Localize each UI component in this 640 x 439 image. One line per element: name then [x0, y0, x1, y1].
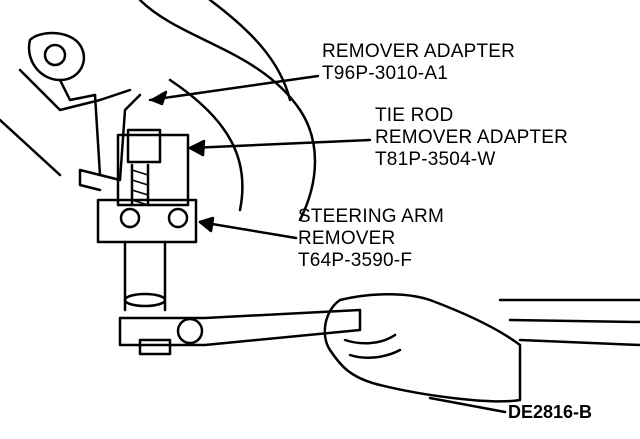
bracket-eye: [27, 31, 86, 82]
leader-figure-code: [428, 396, 507, 414]
remover-shaft: [123, 240, 167, 312]
remover-adapter-arm: [93, 93, 142, 182]
steering-arm-remover-body: [96, 198, 198, 244]
callout-line: T64P-3590-F: [298, 250, 413, 271]
leader-steering-arm-remover: [198, 220, 298, 240]
callout-line: REMOVER ADAPTER: [322, 41, 516, 62]
callout-line: STEERING ARM: [298, 206, 444, 227]
hand-outline: [323, 292, 522, 403]
callout-line: T96P-3010-A1: [322, 63, 448, 84]
callout-steering-arm-remover: STEERING ARM REMOVER T64P-3590-F: [298, 206, 444, 272]
callout-line: REMOVER ADAPTER: [375, 127, 569, 148]
ratchet-handle: [118, 308, 362, 347]
leader-remover-adapter: [148, 74, 320, 102]
callout-line: REMOVER: [298, 228, 396, 249]
callout-tie-rod-remover-adapter: TIE ROD REMOVER ADAPTER T81P-3504-W: [375, 105, 568, 171]
figure-code: DE2816-B: [508, 402, 593, 422]
callout-line: TIE ROD: [375, 105, 454, 126]
callout-remover-adapter: REMOVER ADAPTER T96P-3010-A1: [322, 41, 515, 85]
leader-tie-rod-adapter: [188, 138, 372, 150]
tie-rod-adapter-block: [116, 133, 190, 207]
sleeve-lines: [498, 298, 640, 347]
knuckle-outline: [138, 0, 317, 222]
callout-line: T81P-3504-W: [375, 149, 496, 170]
